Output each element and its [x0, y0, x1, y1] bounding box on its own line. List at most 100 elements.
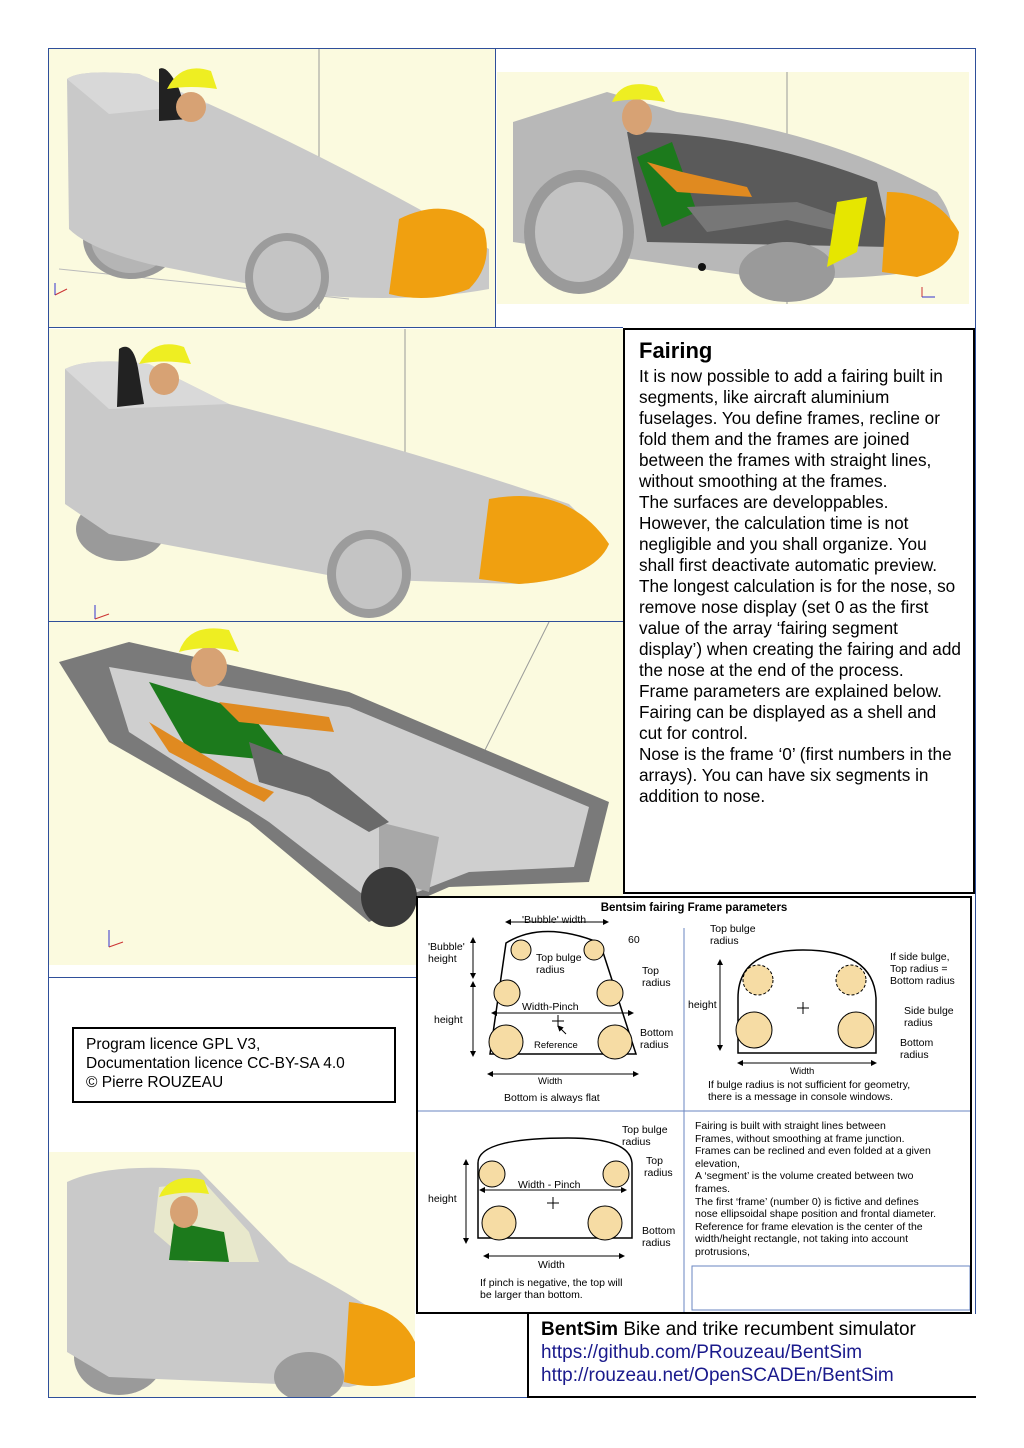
page-frame [48, 48, 976, 1398]
note-line: nose ellipsoidal shape position and fron… [695, 1208, 937, 1221]
d3-top-bulge: radius [622, 1136, 651, 1148]
render-bottom-left [49, 1152, 415, 1397]
website-link[interactable]: http://rouzeau.net/OpenSCADEn/BentSim [541, 1365, 894, 1386]
note-line: width/height rectangle, not taking into … [695, 1233, 909, 1246]
d2-msg: there is a message in console windows. [708, 1091, 893, 1103]
diagram-note: Fairing is built with straight lines bet… [695, 1120, 965, 1259]
d2-side-bulge: radius [904, 1017, 933, 1029]
d2-bottom-radius: Bottom [900, 1037, 934, 1049]
head [170, 1196, 198, 1228]
license-line: Program licence GPL V3, [86, 1036, 261, 1053]
render-cut-view [49, 622, 623, 965]
render-top-left [49, 49, 495, 327]
d3-pinch-note: If pinch is negative, the top will [480, 1277, 622, 1289]
d1-reference: Reference [534, 1040, 578, 1051]
head [191, 647, 227, 687]
fairing-body [67, 1167, 409, 1387]
head [149, 363, 179, 395]
fairing-body [67, 72, 489, 298]
d3-bottom-radius: radius [642, 1237, 671, 1249]
helmet [179, 628, 239, 652]
nose-cone [389, 208, 487, 298]
d1-bubble-width: 'Bubble' width [522, 914, 586, 926]
nose-cone [479, 496, 609, 584]
note-line: Frames, without smoothing at frame junct… [695, 1132, 905, 1145]
d1-height: height [434, 1014, 463, 1026]
d1-sixty: 60 [628, 934, 640, 946]
note-line: protrusions, [695, 1245, 750, 1258]
d2-side-note: If side bulge, [890, 951, 950, 963]
d1-bottom-radius: radius [640, 1039, 669, 1051]
front-wheel [274, 1352, 344, 1397]
d3-bottom-radius: Bottom [642, 1225, 676, 1237]
d3-pinch-note: be larger than bottom. [480, 1289, 583, 1301]
helmet [167, 68, 217, 89]
fairing-body [65, 361, 609, 584]
fairing-paragraph: The surfaces are developpables. [639, 492, 889, 512]
bentsim-name: BentSim [541, 1319, 619, 1340]
render-top-right [497, 72, 969, 304]
bentsim-tagline: Bike and trike recumbent simulator [618, 1319, 916, 1340]
note-line: The first ‘frame’ (number 0) is fictive … [695, 1195, 919, 1208]
jersey [149, 682, 289, 762]
frame-parameters-diagram: Bentsim fairing Frame parameters [416, 896, 972, 1314]
d3-top-radius: Top [646, 1155, 663, 1167]
d3-height: height [428, 1193, 457, 1205]
note-line: frames. [695, 1182, 731, 1195]
d1-bottom-flat: Bottom is always flat [504, 1092, 600, 1104]
fairing-paragraph: It is now possible to add a fairing buil… [639, 366, 943, 491]
head [622, 99, 652, 135]
license-line: Documentation licence CC-BY-SA 4.0 [86, 1055, 345, 1072]
fairing-paragraph: Frame parameters are explained below. [639, 681, 942, 701]
d2-bottom-radius: radius [900, 1049, 929, 1061]
head [176, 92, 206, 122]
jersey [637, 142, 697, 227]
d1-top-bulge: Top bulge [536, 952, 582, 964]
d3-width-pinch: Width - Pinch [518, 1179, 581, 1191]
fairing-text-box: Fairing It is now possible to add a fair… [623, 328, 975, 894]
note-line: elevation, [695, 1157, 740, 1170]
d3-width: Width [538, 1259, 565, 1271]
d1-width-pinch: Width-Pinch [522, 1001, 579, 1013]
d2-width: Width [790, 1066, 814, 1077]
d1-top-bulge: radius [536, 964, 565, 976]
note-line: Reference for frame elevation is the cen… [695, 1220, 923, 1233]
nose-cone [882, 192, 959, 277]
fairing-paragraph: Nose is the frame ‘0’ (first numbers in … [639, 744, 952, 806]
d1-top-radius: Top [642, 965, 659, 977]
diagram-2: Top bulge radius If side bulge, Top radi… [688, 923, 955, 1103]
d1-bottom-radius: Bottom [640, 1027, 674, 1039]
d2-side-bulge: Side bulge [904, 1005, 954, 1017]
d1-bubble-height: 'Bubble' [428, 941, 465, 953]
helmet [139, 344, 191, 364]
diagram-3: Top bulge radius Top radius height Width… [428, 1124, 676, 1301]
fairing-title: Fairing [639, 338, 713, 363]
render-middle-left [49, 329, 623, 621]
diagram-title: Bentsim fairing Frame parameters [600, 902, 788, 914]
d2-height: height [688, 999, 717, 1011]
d2-side-note: Bottom radius [890, 975, 955, 987]
diagram-1: 'Bubble' width 60 'Bubble' height Top bu… [428, 914, 674, 1104]
fairing-paragraph: However, the calculation time is not neg… [639, 513, 961, 680]
license-line: © Pierre ROUZEAU [86, 1074, 224, 1091]
note-line: Frames can be reclined and even folded a… [695, 1145, 931, 1158]
d2-top-bulge: radius [710, 935, 739, 947]
d1-top-radius: radius [642, 977, 671, 989]
helmet [159, 1178, 209, 1197]
license-box: Program licence GPL V3, Documentation li… [72, 1027, 396, 1103]
d3-top-bulge: Top bulge [622, 1124, 668, 1136]
bentsim-footer: BentSim Bike and trike recumbent simulat… [527, 1314, 976, 1398]
front-wheel [739, 242, 835, 302]
d2-side-note: Top radius = [890, 963, 948, 975]
d3-top-radius: radius [644, 1167, 673, 1179]
d1-bubble-height: height [428, 953, 457, 965]
fairing-paragraph: Fairing can be displayed as a shell and … [639, 702, 937, 743]
note-line: A ‘segment’ is the volume created betwee… [695, 1170, 914, 1183]
d2-msg: If bulge radius is not sufficient for ge… [708, 1079, 910, 1091]
helmet [612, 84, 665, 102]
nose-cone [344, 1302, 415, 1386]
d2-top-bulge: Top bulge [710, 923, 756, 935]
d1-width: Width [538, 1076, 562, 1087]
github-link[interactable]: https://github.com/PRouzeau/BentSim [541, 1342, 863, 1363]
note-line: Fairing is built with straight lines bet… [695, 1120, 886, 1132]
